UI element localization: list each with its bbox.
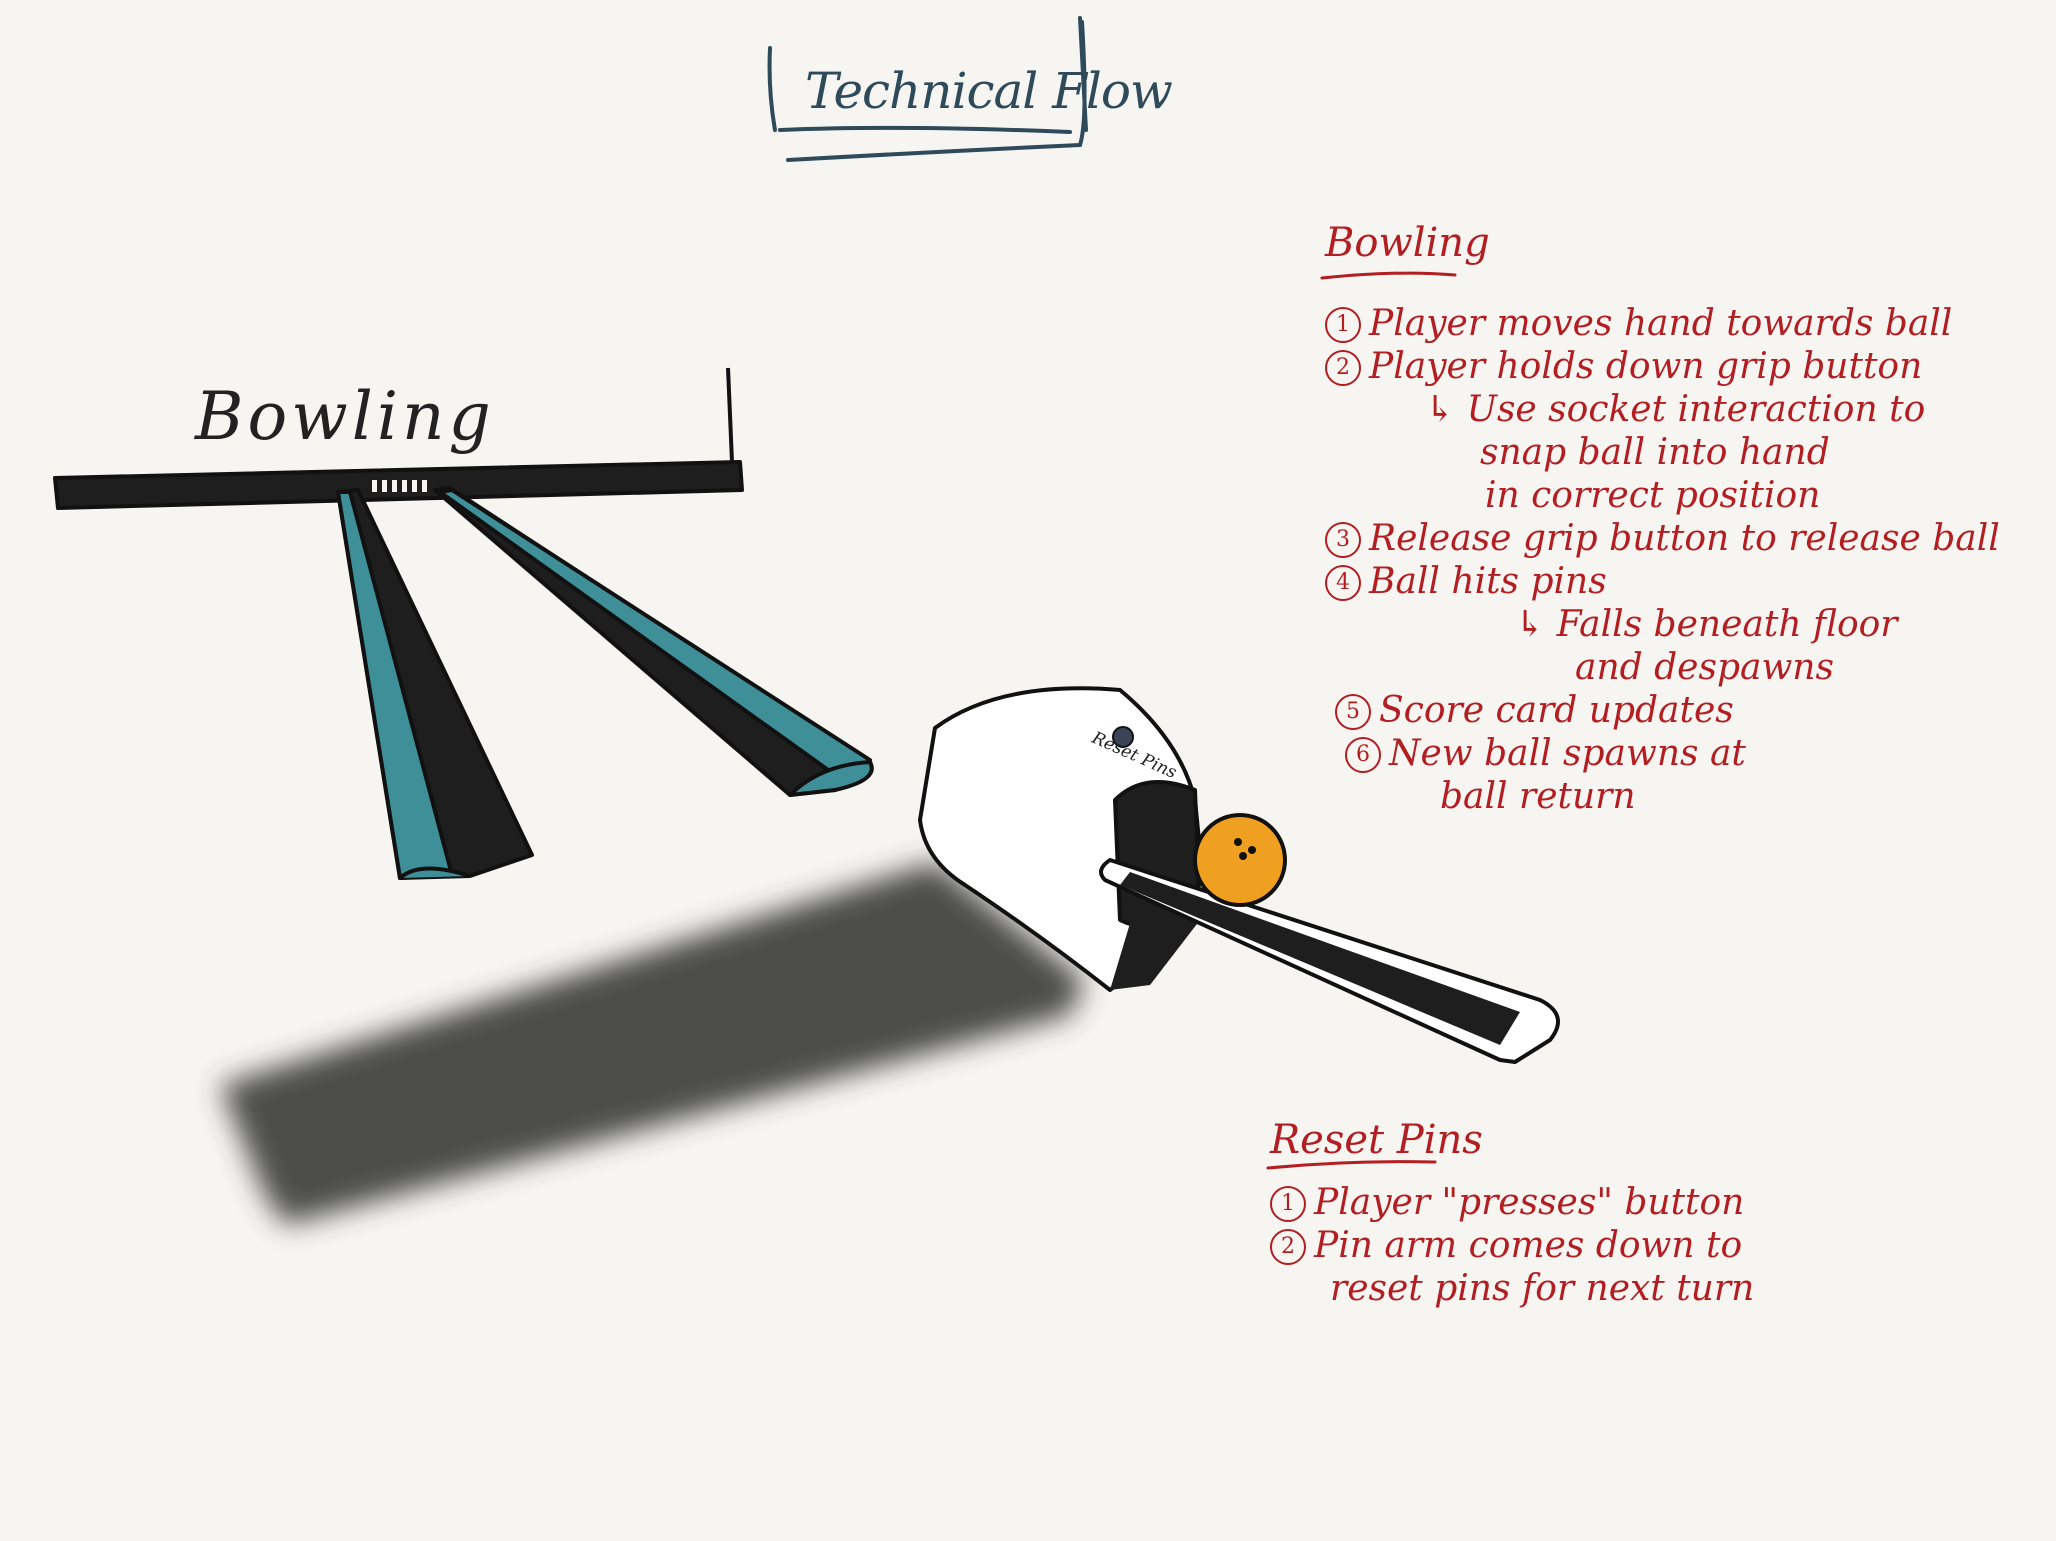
- bowling-notes: Bowling 1Player moves hand towards ball …: [1325, 220, 2000, 818]
- step-3: 3Release grip button to release ball: [1325, 517, 2000, 560]
- step-6: 6New ball spawns at: [1325, 732, 2000, 775]
- reset-step-2-sub: reset pins for next turn: [1270, 1267, 1754, 1310]
- reset-notes-heading: Reset Pins: [1270, 1117, 1483, 1163]
- step-4-sub-1: ↳ Falls beneath floor: [1325, 603, 2000, 646]
- step-6-sub-1: ball return: [1325, 775, 2000, 818]
- bowling-notes-heading: Bowling: [1325, 220, 1490, 266]
- page-title: Technical Flow: [805, 62, 1172, 120]
- reset-step-1: 1Player "presses" button: [1270, 1181, 1754, 1224]
- step-2-sub-3: in correct position: [1325, 474, 2000, 517]
- step-2-sub-1: ↳ Use socket interaction to: [1325, 388, 2000, 431]
- reset-step-2: 2Pin arm comes down to: [1270, 1224, 1754, 1267]
- step-2: 2Player holds down grip button: [1325, 345, 2000, 388]
- step-4-sub-2: and despawns: [1325, 646, 2000, 689]
- floor-shadow: [220, 862, 1085, 1225]
- lane-label: Bowling: [195, 378, 495, 455]
- step-4: 4Ball hits pins: [1325, 560, 2000, 603]
- step-5: 5Score card updates: [1325, 689, 2000, 732]
- step-1: 1Player moves hand towards ball: [1325, 302, 2000, 345]
- step-2-sub-2: snap ball into hand: [1325, 431, 2000, 474]
- reset-pins-notes: Reset Pins 1Player "presses" button 2Pin…: [1270, 1117, 1754, 1310]
- bowling-ball: [1195, 815, 1285, 905]
